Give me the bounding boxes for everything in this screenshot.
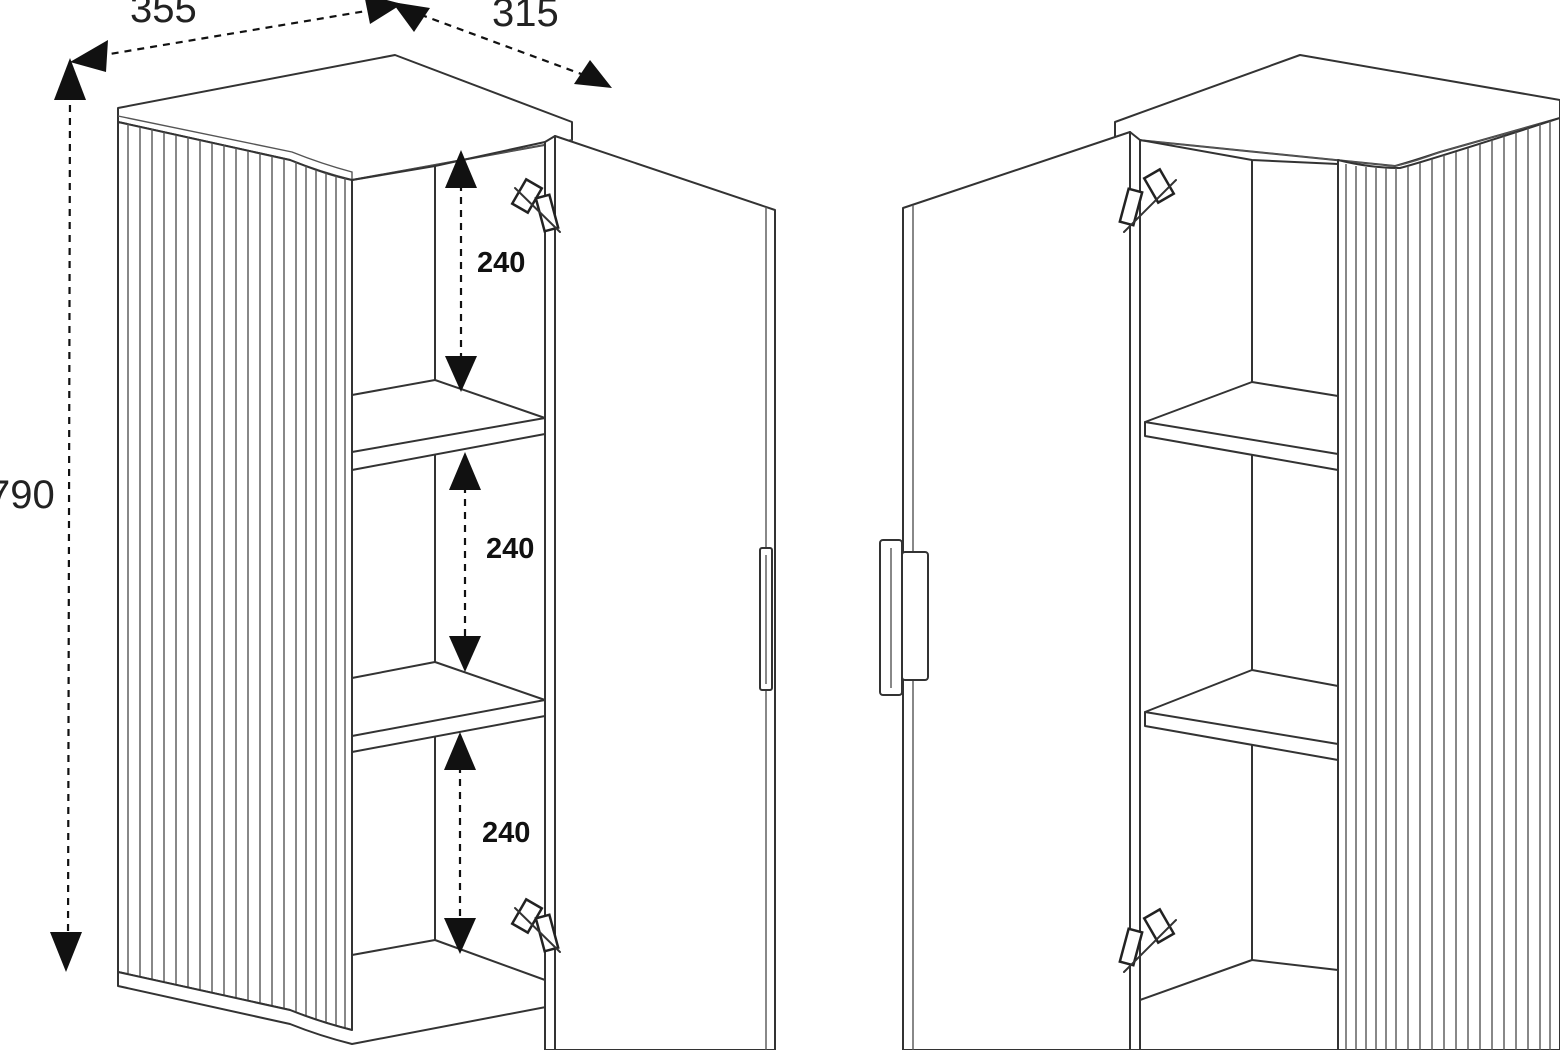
left-cabinet-flutes <box>127 124 346 1028</box>
depth-label: 315 <box>492 0 559 35</box>
height-label: 790 <box>0 473 55 517</box>
arrowhead-icon <box>70 40 108 72</box>
width-label: 355 <box>130 0 197 31</box>
left-cabinet-bottom <box>117 939 573 1045</box>
shelf-gap-label-2: 240 <box>486 533 534 565</box>
shelf-gap-2: 240 <box>449 452 534 672</box>
left-cabinet-door <box>544 135 776 1050</box>
left-cabinet-shelf-2 <box>351 661 546 753</box>
left-cabinet-hinge-top <box>510 177 561 233</box>
arrowhead-icon <box>444 732 476 770</box>
right-cabinet-hinge-bottom <box>1118 907 1177 973</box>
arrowhead-icon <box>449 452 481 490</box>
shelf-gap-label-3: 240 <box>482 817 530 849</box>
right-cabinet-bottom <box>1139 959 1339 1050</box>
right-cabinet-hinge-top <box>1118 167 1177 233</box>
arrowhead-icon <box>445 356 477 392</box>
left-cabinet-hinge-bottom <box>510 897 561 953</box>
right-cabinet <box>879 54 1560 1050</box>
shelf-gap-label-1: 240 <box>477 247 525 279</box>
right-cabinet-shelf-1 <box>1144 381 1339 471</box>
arrowhead-icon <box>449 636 481 672</box>
arrowhead-icon <box>54 58 86 100</box>
right-cabinet-flutes <box>1345 121 1551 1050</box>
shelf-gap-1: 240 <box>445 150 525 392</box>
dimension-width: 355 <box>70 0 402 72</box>
left-cabinet <box>117 54 776 1050</box>
left-cabinet-shelf-1 <box>351 379 546 471</box>
arrowhead-icon <box>365 0 402 24</box>
right-cabinet-fluted-side <box>1337 117 1560 1050</box>
right-cabinet-door <box>902 131 1141 1050</box>
right-cabinet-shelf-2 <box>1144 669 1339 761</box>
dimension-depth: 315 <box>392 0 612 88</box>
arrowhead-icon <box>392 2 430 32</box>
shelf-gap-3: 240 <box>444 732 530 954</box>
right-cabinet-interior <box>1139 139 1339 1001</box>
arrowhead-icon <box>445 150 477 188</box>
arrowhead-icon <box>50 932 82 972</box>
left-cabinet-fluted-side <box>117 121 353 1031</box>
dimension-height: 790 <box>0 58 86 972</box>
arrowhead-icon <box>574 60 612 88</box>
arrowhead-icon <box>444 918 476 954</box>
